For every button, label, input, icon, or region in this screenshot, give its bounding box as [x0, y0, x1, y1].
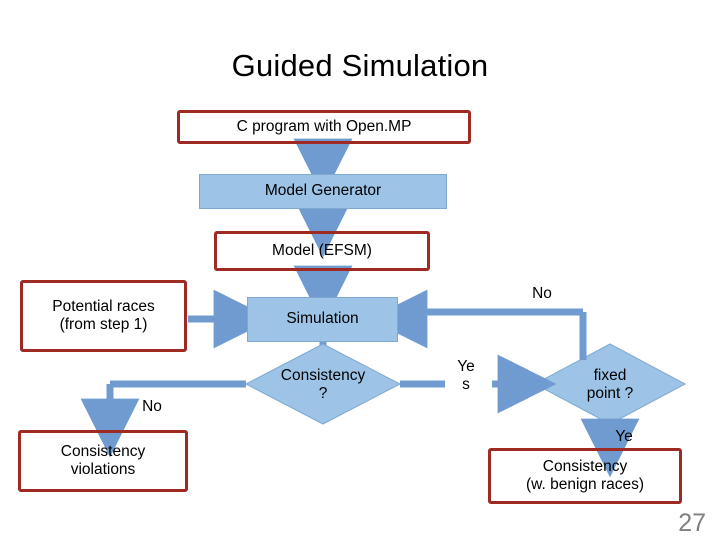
node-fixed-point-question-label: fixed point ?: [586, 366, 634, 402]
node-model-efsm-label: Model (EFSM): [272, 241, 372, 259]
edge-label-yes-bottom-text: Ye: [615, 427, 633, 445]
edge-label-no-left-text: No: [142, 397, 162, 415]
edge-label-no-left: No: [122, 394, 182, 420]
node-fixed-point-question: fixed point ?: [552, 362, 668, 408]
node-consistency-violations: Consistency violations: [18, 430, 188, 492]
page-title: Guided Simulation: [231, 48, 489, 83]
node-model-efsm: Model (EFSM): [214, 231, 430, 271]
node-simulation-label: Simulation: [286, 310, 359, 328]
node-model-generator: Model Generator: [199, 174, 447, 209]
node-consistency-benign: Consistency (w. benign races): [488, 448, 682, 504]
edge-label-yes-middle: Ye s: [441, 352, 491, 400]
edge-label-yes-bottom: Ye: [594, 424, 654, 450]
node-consistency-violations-label: Consistency violations: [60, 442, 146, 478]
edge-label-no-top-right-text: No: [532, 284, 552, 302]
edge-label-yes-middle-text: Ye s: [457, 358, 475, 393]
node-potential-races-label: Potential races (from step 1): [52, 297, 155, 333]
node-c-program-label: C program with Open.MP: [236, 117, 412, 135]
edge-label-no-top-right: No: [512, 281, 572, 307]
node-model-generator-label: Model Generator: [264, 182, 382, 200]
page-number: 27: [678, 509, 706, 537]
node-c-program: C program with Open.MP: [177, 110, 471, 144]
node-potential-races: Potential races (from step 1): [20, 280, 187, 352]
node-consistency-question: Consistency ?: [260, 362, 386, 408]
node-consistency-question-label: Consistency ?: [280, 366, 366, 402]
node-simulation: Simulation: [247, 297, 398, 342]
node-consistency-benign-label: Consistency (w. benign races): [525, 457, 645, 493]
